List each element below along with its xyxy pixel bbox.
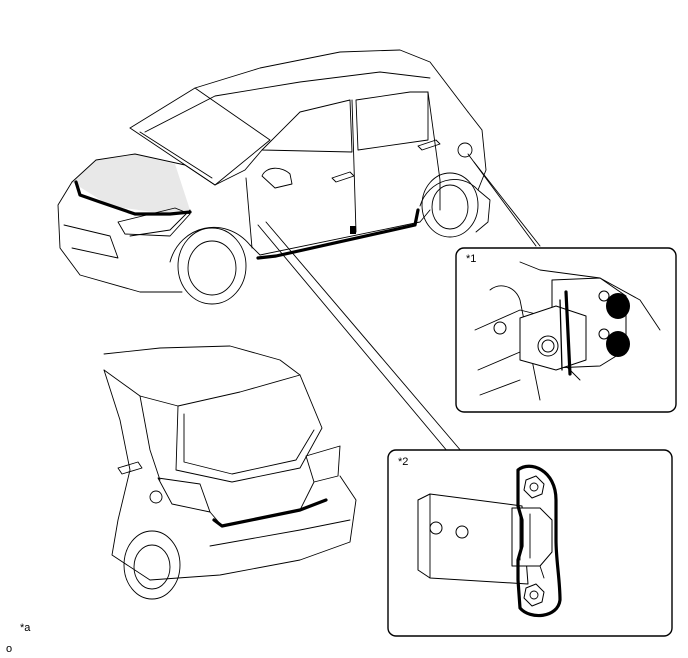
- legend-label-o: o: [6, 643, 12, 655]
- car-rear-view: [103, 345, 357, 600]
- callout-label-2: *2: [398, 456, 408, 468]
- car-front-view: [57, 49, 541, 453]
- callout-label-1: *1: [466, 253, 476, 265]
- callout-box-1: *1: [455, 247, 677, 413]
- legend-label-a: *a: [20, 622, 31, 634]
- callout-box-2: *2: [387, 449, 673, 637]
